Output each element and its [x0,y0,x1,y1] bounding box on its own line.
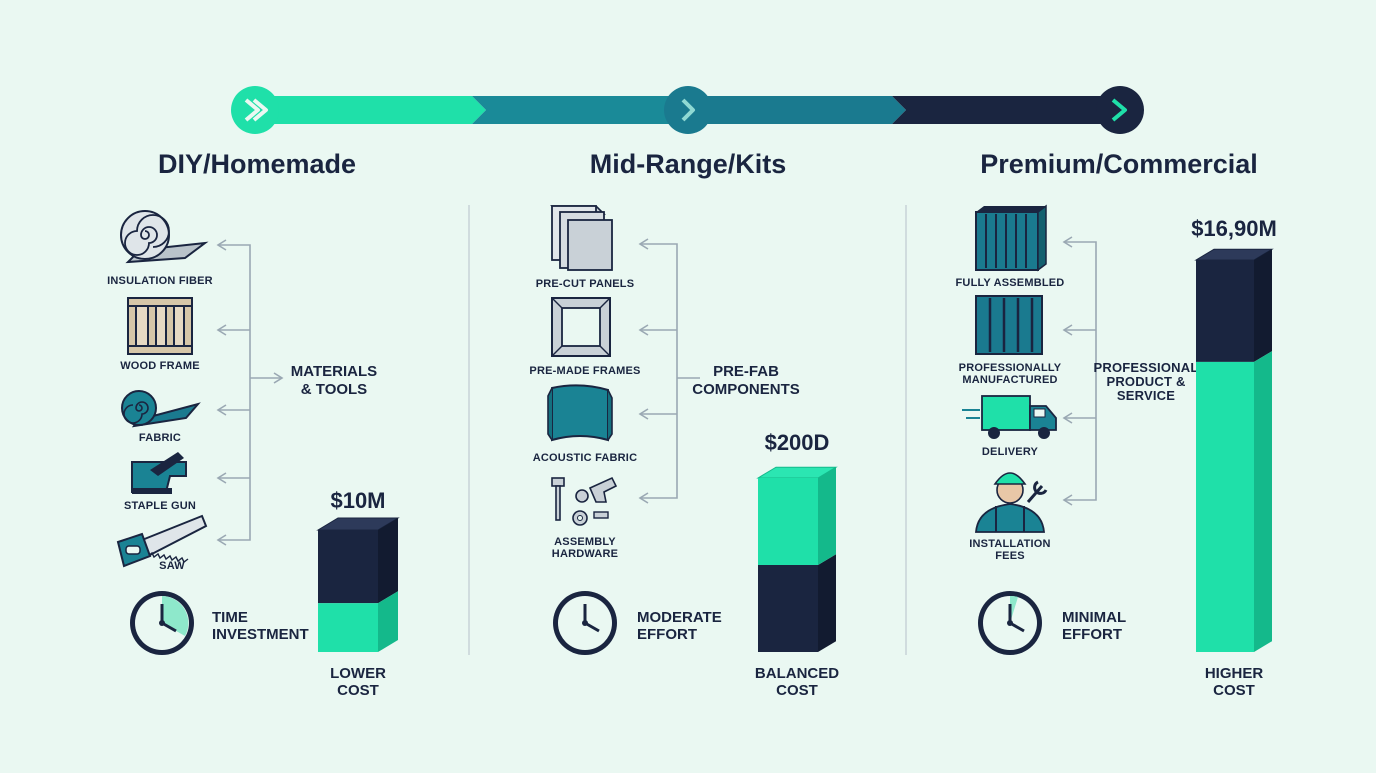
grouping-bracket [1062,236,1097,506]
group-label-prefab-line2: COMPONENTS [692,381,800,398]
item-label-insulation: INSULATION FIBER [107,275,213,287]
chevron-right-icon [1111,98,1127,122]
step-marker-2 [664,86,712,134]
installer-icon [975,472,1048,533]
cost-bar-side [818,554,836,652]
grouping-bracket [216,239,284,546]
clock-icon [978,591,1042,655]
staple-gun-icon [131,452,187,494]
price-premium: $16,90M [1191,216,1277,241]
cost-bar-navy-segment [758,565,818,652]
cost-bar-teal-segment [758,478,818,565]
fabric-roll-icon [121,390,201,428]
item-label-fully-assembled: FULLY ASSEMBLED [956,277,1065,289]
item-label-professionally-manufactured-line2: MANUFACTURED [962,374,1057,386]
cost-bar-side [378,518,398,604]
chevron-right-icon [681,98,695,122]
group-label-professional-line1: PROFESSIONAL [1094,360,1199,375]
group-label-materials-line1: MATERIALS [291,363,377,380]
cost-bar-navy-segment [318,530,378,604]
cost-label-line2: COST [337,682,379,699]
wood-frame-icon [127,297,193,355]
delivery-truck-icon [962,395,1057,439]
hardware-icon [551,476,618,526]
cost-bar [756,466,838,652]
cost-bar-navy-segment [1196,260,1254,362]
group-label-professional-line3: SERVICE [1117,388,1175,403]
item-label-pre-made-frames: PRE-MADE FRAMES [529,365,640,377]
step-marker-3 [1096,86,1144,134]
item-label-assembly-hardware-line2: HARDWARE [552,548,618,560]
cost-bar-teal-segment [1196,361,1254,652]
frame-icon [551,297,611,357]
column-diy: INSULATION FIBER WOOD FRAME FABRIC STAPL… [107,210,400,699]
item-label-delivery: DELIVERY [982,446,1039,458]
insulation-roll-icon [120,210,209,264]
cost-bar [1194,248,1274,652]
item-label-professionally-manufactured-line1: PROFESSIONALLY [959,362,1062,374]
price-kits: $200D [765,430,830,455]
column-premium: FULLY ASSEMBLED PROFESSIONALLY MANUFACTU… [956,204,1277,699]
group-label-materials-line2: & TOOLS [301,381,367,398]
item-label-assembly-hardware-line1: ASSEMBLY [554,536,616,548]
item-label-acoustic-fabric: ACOUSTIC FABRIC [533,452,637,464]
time-label-line2: EFFORT [637,626,697,643]
assembled-panel-icon [975,204,1047,272]
price-diy: $10M [330,488,385,513]
column-title-kits: Mid-Range/Kits [590,149,787,179]
time-label-line2: EFFORT [1062,626,1122,643]
step-marker-1 [231,86,279,134]
item-label-installation-fees-line2: FEES [995,550,1025,562]
cost-bar-teal-segment [318,603,378,652]
cost-label-line2: COST [1213,682,1255,699]
panels-icon [550,205,613,271]
progress-arrow [231,86,1144,134]
time-label-line1: TIME [212,609,248,626]
cost-bar-side [818,467,836,565]
cost-label-line1: LOWER [330,665,386,682]
cost-label-line2: COST [776,682,818,699]
group-label-professional-line2: PRODUCT & [1106,374,1185,389]
clock-icon [553,591,617,655]
column-title-diy: DIY/Homemade [158,149,356,179]
item-label-installation-fees-line1: INSTALLATION [969,538,1050,550]
column-kits: PRE-CUT PANELS PRE-MADE FRAMES ACOUSTIC … [529,205,839,699]
cost-bar-side [1254,351,1272,652]
cost-label-line1: BALANCED [755,665,839,682]
chevron-right-icon [244,98,268,122]
cost-bar [316,517,400,652]
item-label-staple-gun: STAPLE GUN [124,500,196,512]
item-label-wood-frame: WOOD FRAME [120,360,200,372]
item-label-pre-cut-panels: PRE-CUT PANELS [536,278,635,290]
item-label-fabric: FABRIC [139,432,181,444]
cost-label-line1: HIGHER [1205,665,1264,682]
time-label-line1: MINIMAL [1062,609,1126,626]
time-label-line2: INVESTMENT [212,626,309,643]
cost-bar-side [378,591,398,652]
saw-icon [116,514,208,568]
cost-bar-side [1254,249,1272,362]
group-label-prefab-line1: PRE-FAB [713,363,779,380]
item-label-saw: SAW [159,560,185,572]
column-title-premium: Premium/Commercial [980,149,1258,179]
clock-icon [130,591,194,655]
manufactured-panel-icon [975,295,1043,355]
time-label-line1: MODERATE [637,609,722,626]
acoustic-fabric-icon [547,384,613,442]
grouping-bracket [638,238,700,504]
